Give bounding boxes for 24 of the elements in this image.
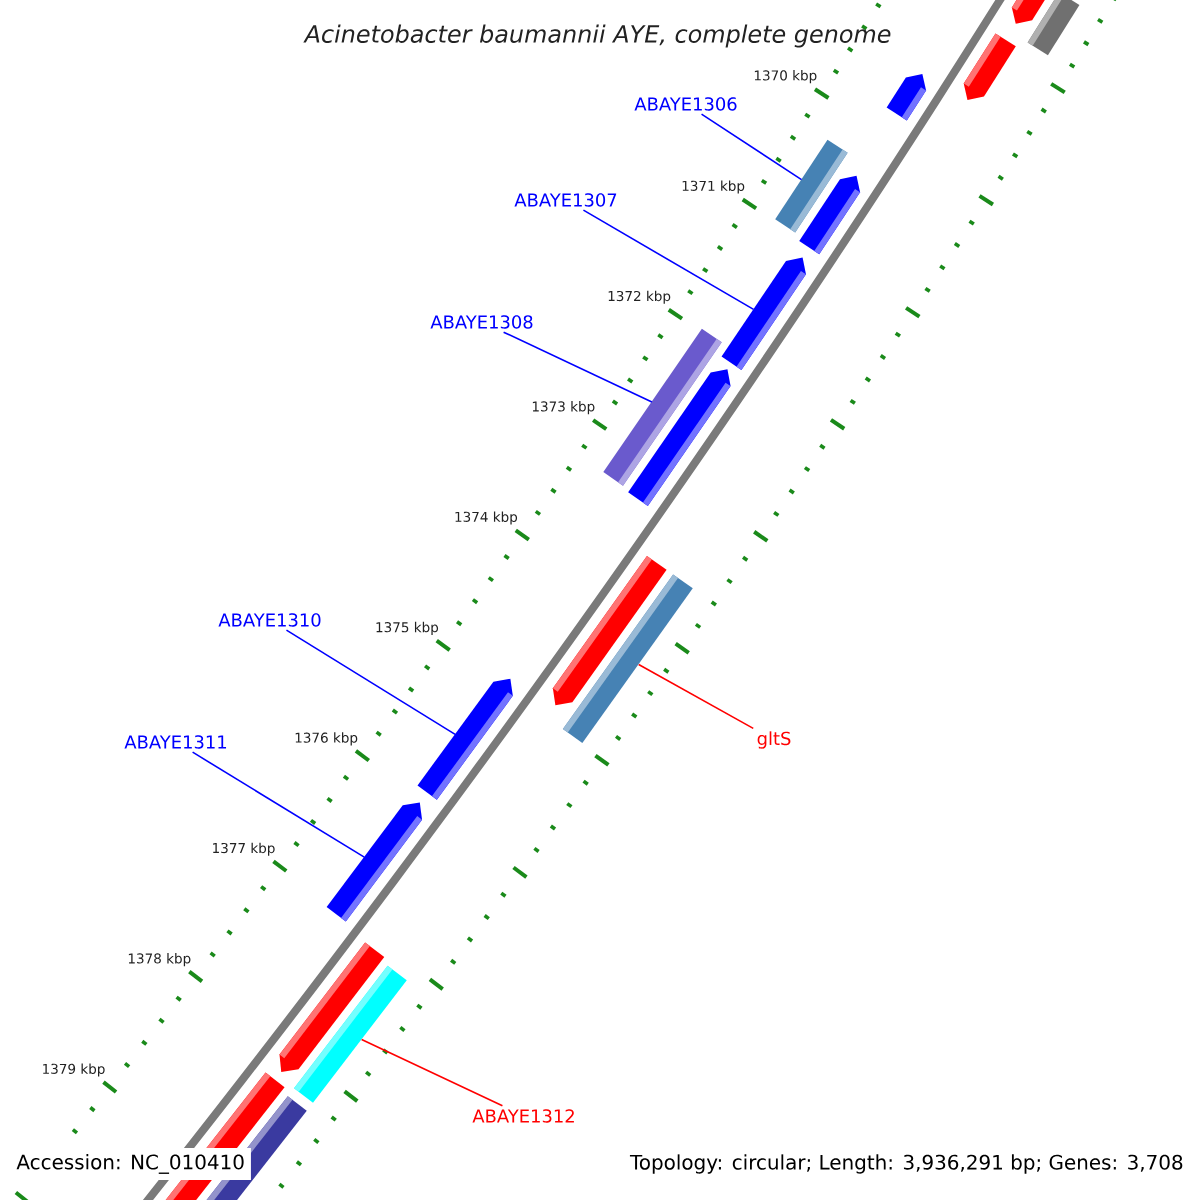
leader-line [637,663,755,730]
gene-feature [326,802,423,922]
title: Acinetobacter baumannii AYE, complete genome [303,24,891,48]
gene-feature [417,678,513,800]
leader-line [502,331,653,403]
leader-line [360,1038,504,1107]
gene-feature [562,574,693,744]
gene-label: ABAYE1306 [634,97,737,111]
gene-label: ABAYE1311 [124,735,227,749]
gene-label: ABAYE1310 [218,613,321,627]
footer-text: Accession: NC_010410 [10,1148,251,1180]
footer-text: Topology: circular; Length: 3,936,291 bp; Genes: 3,708 [624,1148,1190,1180]
gene-label: ABAYE1312 [472,1109,574,1123]
gene-feature [603,328,722,486]
gene-label: ABAYE1308 [430,315,533,329]
leader-line [582,209,755,311]
leader-line [285,629,456,736]
leader-line [700,113,803,181]
gene-feature [294,965,407,1103]
gene-feature [775,139,848,233]
gene-feature [721,257,806,371]
leader-line [191,751,366,858]
gene-label: ABAYE1307 [514,193,617,207]
gene-label: gltS [757,731,791,749]
